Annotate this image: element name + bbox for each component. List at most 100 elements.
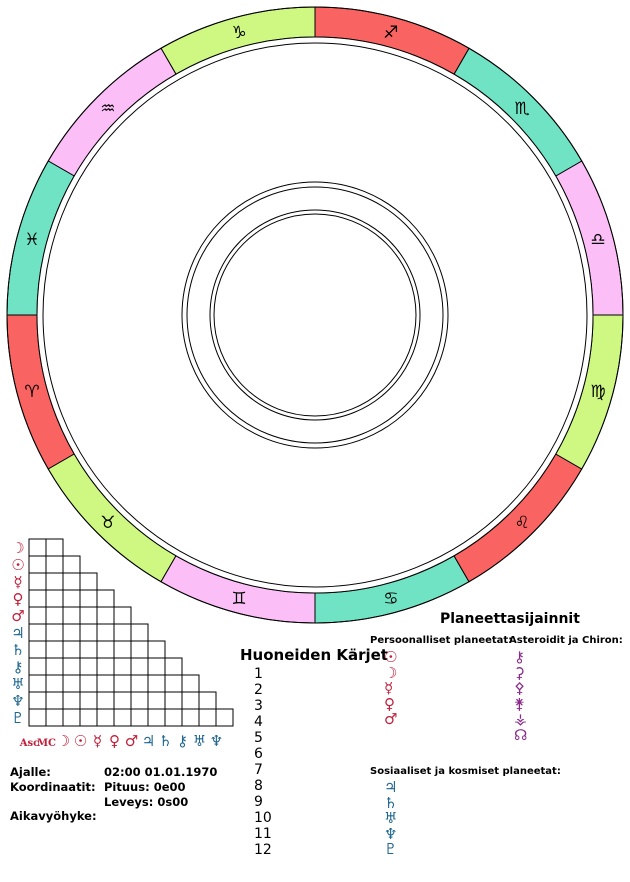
aspect-row-planet: ♆ xyxy=(11,692,24,710)
sign-glyph: ♊ xyxy=(232,589,247,609)
aspect-cell xyxy=(45,572,64,591)
aspect-cell xyxy=(113,606,132,625)
aspect-cell xyxy=(96,589,115,608)
aspect-cell xyxy=(96,623,115,642)
aspect-cell xyxy=(181,674,200,693)
aspect-col-label: ♄ xyxy=(159,732,172,750)
aspect-col-label: MC xyxy=(37,738,56,749)
aspect-cell xyxy=(45,691,64,710)
aspect-cell xyxy=(198,691,217,710)
aspect-cell xyxy=(147,640,166,659)
aspect-cell xyxy=(62,589,81,608)
aspect-cell xyxy=(130,657,149,676)
aspect-cell xyxy=(79,640,98,659)
aspect-col-label: ♃ xyxy=(142,732,155,750)
aspect-cell xyxy=(28,555,47,574)
sign-glyph: ♐ xyxy=(383,23,398,43)
social-planets-label: Sosiaaliset ja kosmiset planeetat: xyxy=(370,766,561,777)
sign-glyph: ♓ xyxy=(24,230,39,250)
aspect-cell xyxy=(45,555,64,574)
personal-planets-label: Persoonalliset planeetat: xyxy=(370,635,513,646)
sign-glyph: ♎ xyxy=(590,230,605,250)
planet-glyph: ♃ xyxy=(384,778,398,796)
aspect-cell xyxy=(28,572,47,591)
aspect-cell xyxy=(79,674,98,693)
aspect-col-label: Asc xyxy=(19,738,39,749)
aspect-cell xyxy=(215,708,234,727)
house-cusp-item: 1 xyxy=(254,666,263,682)
aspect-cell xyxy=(62,657,81,676)
time-label: Ajalle: xyxy=(10,765,51,779)
aspect-cell xyxy=(96,657,115,676)
sign-glyph: ♌ xyxy=(515,513,530,533)
aspect-cell xyxy=(45,623,64,642)
house-cusp-item: 11 xyxy=(254,826,272,842)
sign-glyph: ♍ xyxy=(590,382,605,402)
aspect-col-label: ☉ xyxy=(74,732,87,750)
aspect-cell xyxy=(45,589,64,608)
aspect-cell xyxy=(147,708,166,727)
planet-glyph: ☊ xyxy=(514,725,528,744)
aspect-cell xyxy=(45,708,64,727)
planet-glyph: ⚳ xyxy=(514,663,525,682)
planets-title: Planeettasijainnit xyxy=(440,611,580,627)
aspect-col-label: ♂ xyxy=(125,732,138,750)
aspect-cell xyxy=(28,657,47,676)
aspect-cell xyxy=(147,691,166,710)
aspect-cell xyxy=(147,657,166,676)
asteroids-label: Asteroidit ja Chiron: xyxy=(509,635,623,646)
aspect-cell xyxy=(28,589,47,608)
aspect-col-label: ♆ xyxy=(210,732,223,750)
wheel-center-ring-inner xyxy=(213,213,417,417)
personal-planets-list: ☉☽☿♀♂ xyxy=(384,648,398,728)
sign-glyph: ♈ xyxy=(24,382,39,402)
house-cusp-item: 12 xyxy=(254,842,272,858)
aspect-cell xyxy=(62,674,81,693)
aspect-cell xyxy=(164,674,183,693)
aspect-cell xyxy=(28,606,47,625)
aspect-col-label: ☽ xyxy=(57,732,70,750)
aspect-cell xyxy=(113,708,132,727)
aspect-cell xyxy=(45,538,64,557)
social-planets-list: ♃♄♅♆♇ xyxy=(384,778,398,858)
wheel-band-inner-ring xyxy=(36,36,594,594)
planet-glyph: ⚷ xyxy=(514,648,525,666)
time-value: 02:00 01.01.1970 xyxy=(104,765,218,779)
wheel-zodiac-inner-ring xyxy=(42,42,588,588)
aspect-cell xyxy=(62,640,81,659)
aspect-cell xyxy=(96,691,115,710)
aspect-cell xyxy=(181,691,200,710)
planet-glyph: ♇ xyxy=(384,840,398,858)
aspect-cell xyxy=(28,708,47,727)
aspect-cell xyxy=(96,708,115,727)
aspect-cell xyxy=(45,657,64,676)
aspect-cell xyxy=(164,691,183,710)
planet-glyph: ☉ xyxy=(384,648,398,666)
aspect-cell xyxy=(79,623,98,642)
house-cusp-item: 2 xyxy=(254,682,263,698)
aspect-cell xyxy=(79,691,98,710)
aspect-col-label: ♅ xyxy=(193,732,206,750)
aspect-cell xyxy=(62,572,81,591)
aspect-row-planet: ☉ xyxy=(11,556,24,574)
aspect-row-planet: ☿ xyxy=(13,573,22,591)
aspect-cell xyxy=(130,691,149,710)
aspect-row-planet: ♄ xyxy=(11,641,24,659)
wheel-house-ring-mid xyxy=(186,186,444,444)
planet-glyph: ♂ xyxy=(384,710,398,728)
planet-glyph: ⚵ xyxy=(514,694,525,713)
aspect-cell xyxy=(130,708,149,727)
aspect-cell xyxy=(28,640,47,659)
aspect-cell xyxy=(62,606,81,625)
aspect-row-planet: ♇ xyxy=(11,709,24,727)
aspect-cell xyxy=(79,589,98,608)
aspect-cell xyxy=(164,657,183,676)
aspect-cell xyxy=(113,640,132,659)
aspect-cell xyxy=(45,674,64,693)
aspect-cell xyxy=(28,691,47,710)
aspect-row-planet: ⚷ xyxy=(13,658,24,676)
house-cusp-item: 7 xyxy=(254,762,263,778)
house-cusp-item: 4 xyxy=(254,714,263,730)
wheel-outer-ring xyxy=(6,6,624,624)
